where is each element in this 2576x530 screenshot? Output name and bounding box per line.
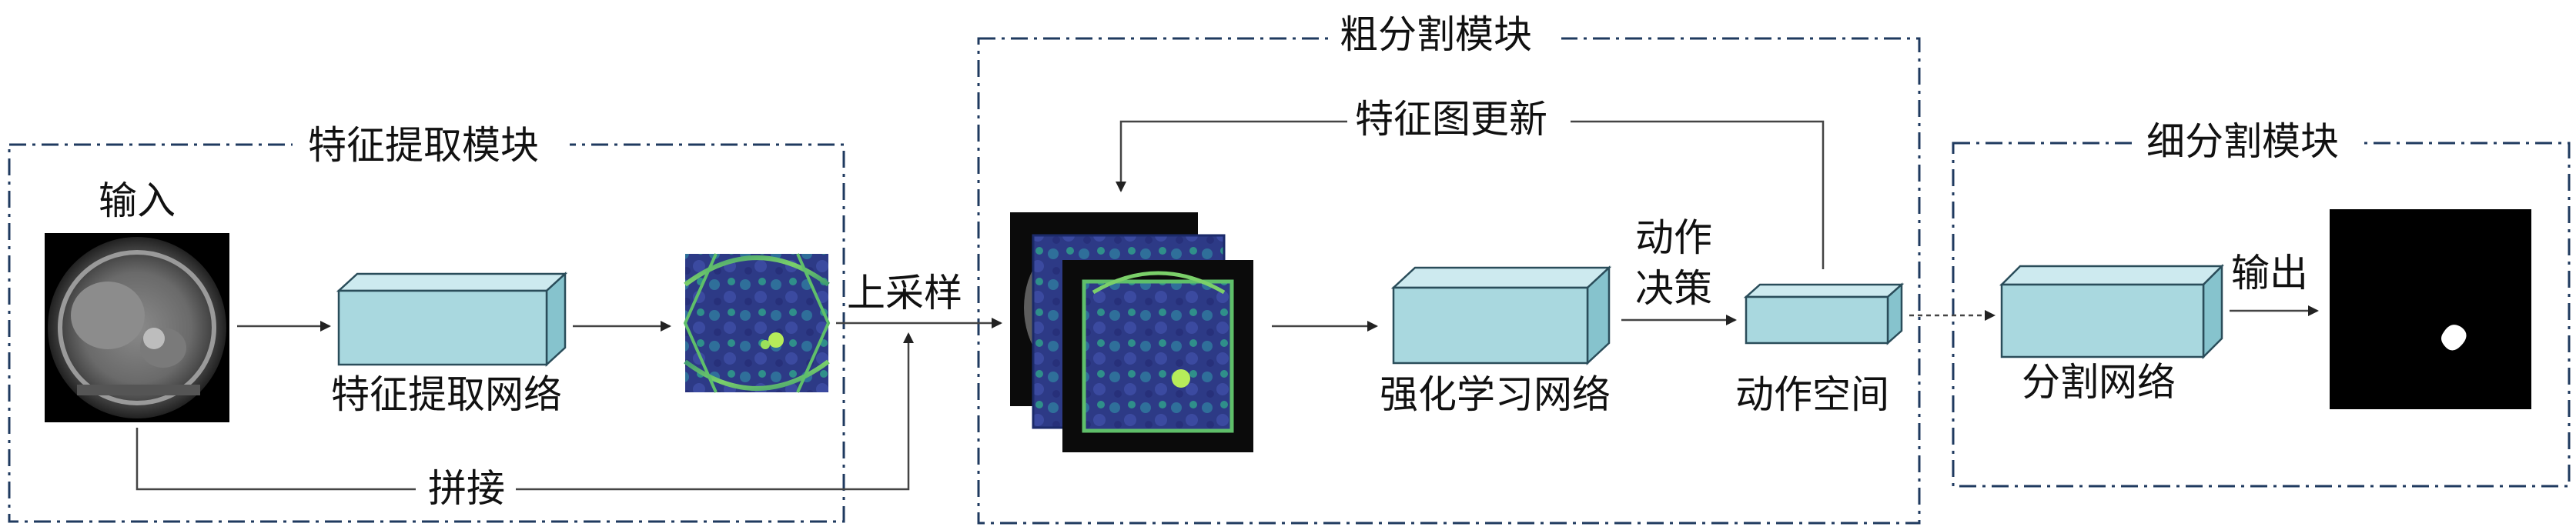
stacked-feature-maps bbox=[1010, 212, 1253, 452]
action-space-block bbox=[1743, 282, 1905, 345]
feature-extraction-module-title: 特征提取模块 bbox=[308, 123, 539, 168]
segmentation-mask bbox=[2330, 209, 2531, 409]
segmentation-network-label: 分割网络 bbox=[2022, 360, 2176, 405]
feature-map-update-label: 特征图更新 bbox=[1355, 97, 1547, 142]
output-label: 输出 bbox=[2231, 251, 2308, 295]
input-label: 输入 bbox=[99, 178, 176, 223]
action-decision-label-line2: 决策 bbox=[1635, 266, 1712, 311]
upsample-label: 上采样 bbox=[847, 271, 962, 315]
action-decision-label-line1: 动作 bbox=[1635, 215, 1712, 260]
rl-network-label: 强化学习网络 bbox=[1380, 372, 1611, 417]
feature-network-label: 特征提取网络 bbox=[331, 372, 562, 417]
arrow-concat-skip bbox=[135, 332, 914, 491]
coarse-segmentation-module-title: 粗分割模块 bbox=[1340, 12, 1532, 57]
concat-label: 拼接 bbox=[428, 466, 505, 511]
fine-segmentation-module-title: 细分割模块 bbox=[2146, 119, 2339, 164]
feature-extraction-network-block bbox=[336, 272, 568, 367]
segmentation-network-block bbox=[1999, 263, 2225, 360]
feature-extraction-module-frame bbox=[8, 143, 845, 523]
action-space-label: 动作空间 bbox=[1735, 372, 1889, 417]
feature-heatmap bbox=[683, 253, 831, 393]
rl-network-block bbox=[1390, 265, 1612, 365]
ct-scan-image bbox=[45, 233, 229, 422]
